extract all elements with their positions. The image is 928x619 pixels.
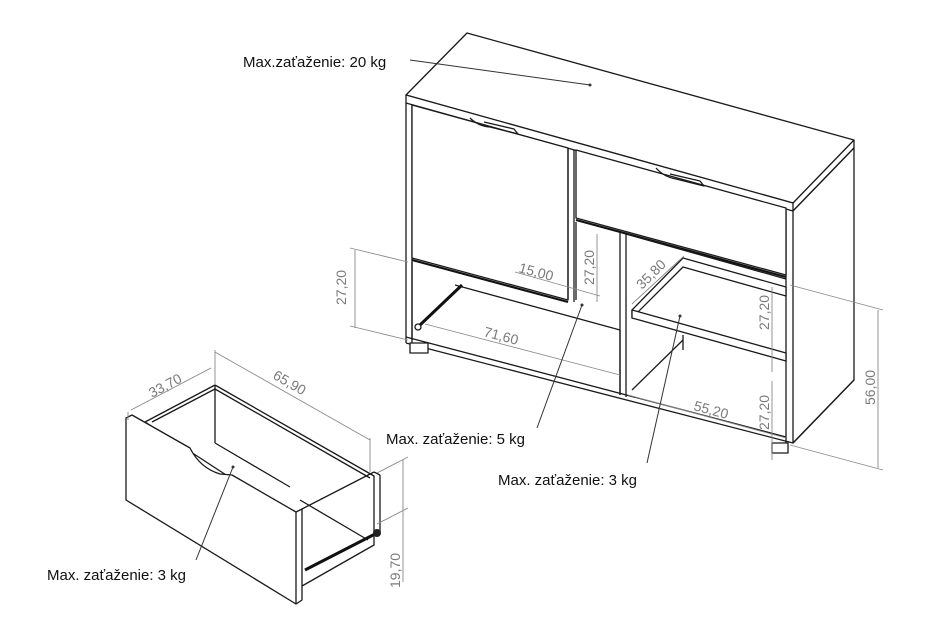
right-drawer-front — [575, 149, 787, 276]
right-drawer-handle — [655, 167, 705, 187]
dim-drawer-width: 65,90 — [271, 367, 310, 398]
leader-top — [409, 59, 591, 86]
dim-drawer-height: 19,70 — [387, 553, 403, 588]
left-flap-handle — [469, 117, 519, 135]
leader-compartment — [536, 304, 583, 429]
label-top-load: Max.zaťaženie: 20 kg — [243, 54, 386, 71]
dim-niche-height: 27,20 — [581, 250, 597, 285]
drawer — [125, 384, 381, 605]
sideboard — [405, 32, 855, 454]
label-shelf-load: Max. zaťaženie: 3 kg — [498, 472, 637, 489]
dim-drawer-opening-height: 27,20 — [333, 270, 349, 305]
drawer-front-panel — [125, 414, 303, 605]
leader-shelf — [646, 315, 681, 464]
dim-upper-shelf-height: 27,20 — [756, 295, 772, 330]
drawer-slide-rail — [418, 283, 464, 327]
drawer-slide — [304, 531, 378, 572]
leader-drawer — [195, 466, 234, 561]
label-compartment-load: Max. zaťaženie: 5 kg — [386, 431, 525, 448]
label-drawer-load: Max. zaťaženie: 3 kg — [47, 567, 186, 584]
dim-drawer-depth: 33,70 — [146, 370, 185, 401]
dim-total-height: 56,00 — [862, 370, 878, 405]
leader-lines — [195, 59, 682, 561]
dim-lower-shelf-height: 27,20 — [756, 395, 772, 430]
